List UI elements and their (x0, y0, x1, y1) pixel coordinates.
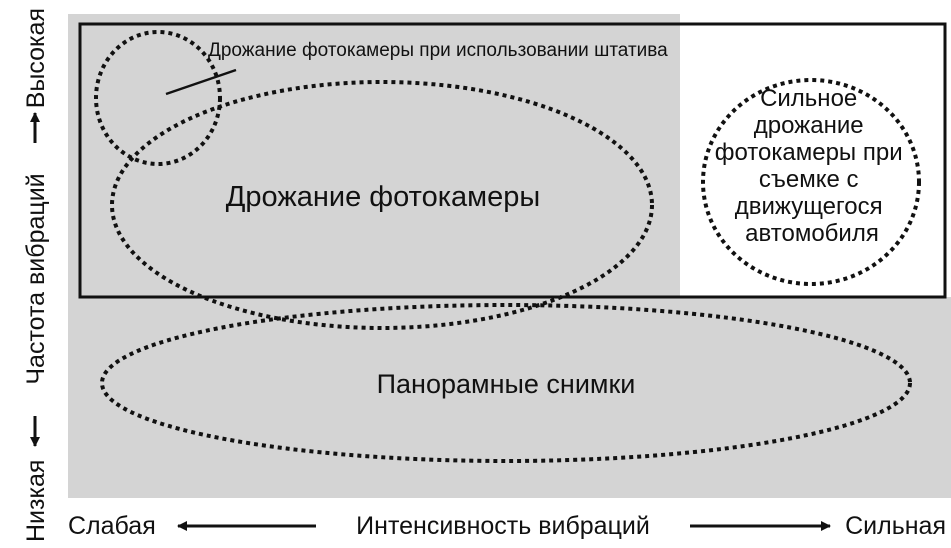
x-axis-title: Интенсивность вибраций (356, 512, 650, 540)
x-axis: Слабая Интенсивность вибраций Сильная (68, 512, 946, 540)
vehicle-shake-label: Сильное дрожание фотокамеры при съемке с… (715, 85, 910, 247)
y-axis-low-label: Низкая (22, 460, 50, 542)
vehicle-shake-line-5: движущегося (735, 193, 883, 220)
shaded-area (68, 14, 951, 498)
vehicle-shake-line-1: Сильное (760, 85, 857, 112)
tripod-shake-circle (94, 30, 222, 166)
shaded-area-main (68, 14, 680, 498)
tripod-shake-label: Дрожание фотокамеры при использовании шт… (208, 40, 668, 61)
vehicle-shake-line-3: фотокамеры при (715, 139, 903, 166)
vehicle-shake-line-4: съемке с (759, 166, 859, 193)
y-axis-title: Частота вибраций (22, 173, 50, 384)
panning-ellipse (100, 303, 912, 463)
vehicle-shake-line-6: автомобиля (745, 220, 879, 247)
tripod-leader-line (165, 68, 237, 96)
vehicle-shake-circle (701, 78, 921, 286)
x-axis-low-label: Слабая (68, 512, 156, 540)
camera-shake-label: Дрожание фотокамеры (226, 181, 540, 213)
x-axis-high-label: Сильная (845, 512, 946, 540)
high-frequency-frame (78, 22, 947, 299)
vehicle-shake-line-2: дрожание (754, 112, 864, 139)
y-axis-high-label: Высокая (22, 8, 50, 108)
y-axis: Низкая Частота вибраций Высокая (22, 8, 50, 542)
shaded-area-lower-right (680, 297, 951, 498)
camera-shake-ellipse (110, 80, 654, 330)
panning-label: Панорамные снимки (377, 369, 636, 399)
